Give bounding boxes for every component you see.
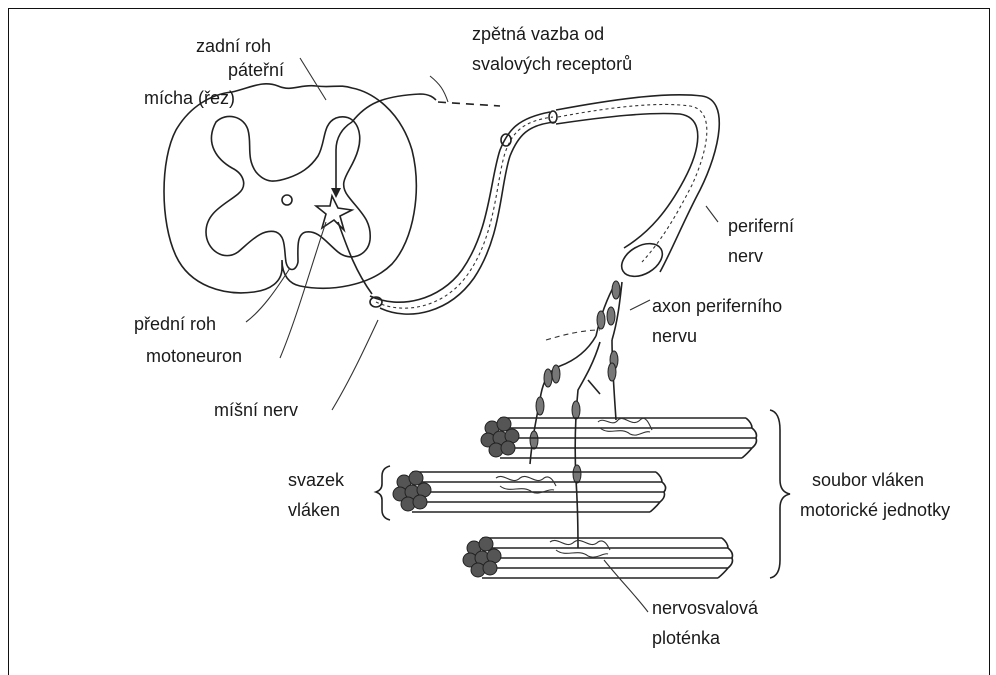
feedback-fiber: [352, 94, 436, 122]
bundle-brace: [376, 466, 390, 520]
efferent-fiber: [338, 222, 372, 294]
label-motor-unit-1: soubor vláken: [812, 470, 924, 490]
label-ventral-horn: přední roh: [134, 314, 216, 334]
gray-matter: [206, 116, 370, 269]
label-fiber-bundle-2: vláken: [288, 500, 340, 520]
motor-unit-brace: [770, 410, 790, 578]
label-motor-unit-2: motorické jednotky: [800, 500, 950, 520]
spinal-cord-outline: [164, 84, 416, 293]
label-axon-1: axon periferního: [652, 296, 782, 316]
label-feedback-2: svalových receptorů: [472, 54, 632, 74]
label-dorsal-horn: zadní roh: [196, 36, 271, 56]
leader-lines: [246, 58, 718, 612]
label-endplate-1: nervosvalová: [652, 598, 759, 618]
motoneuron-cell-body: [316, 196, 352, 230]
label-peripheral-nerve-1: periferní: [728, 216, 794, 236]
central-canal: [282, 195, 292, 205]
feedback-dashed: [438, 102, 500, 106]
spinal-nerve-tube: [370, 111, 557, 314]
label-spinal-cord-1: páteřní: [228, 60, 284, 80]
label-peripheral-nerve-2: nerv: [728, 246, 763, 266]
muscle-bundle-top: [481, 417, 757, 458]
axon-collateral: [546, 330, 600, 340]
label-feedback-1: zpětná vazba od: [472, 24, 604, 44]
peripheral-nerve-tube: [556, 95, 719, 283]
label-axon-2: nervu: [652, 326, 697, 346]
endplates: [496, 418, 652, 557]
muscle-bundle-bottom: [463, 537, 733, 578]
label-spinal-cord-2: mícha (řez): [144, 88, 235, 108]
label-fiber-bundle-1: svazek: [288, 470, 345, 490]
label-endplate-2: ploténka: [652, 628, 721, 648]
label-spinal-nerve: míšní nerv: [214, 400, 298, 420]
label-motoneuron: motoneuron: [146, 346, 242, 366]
